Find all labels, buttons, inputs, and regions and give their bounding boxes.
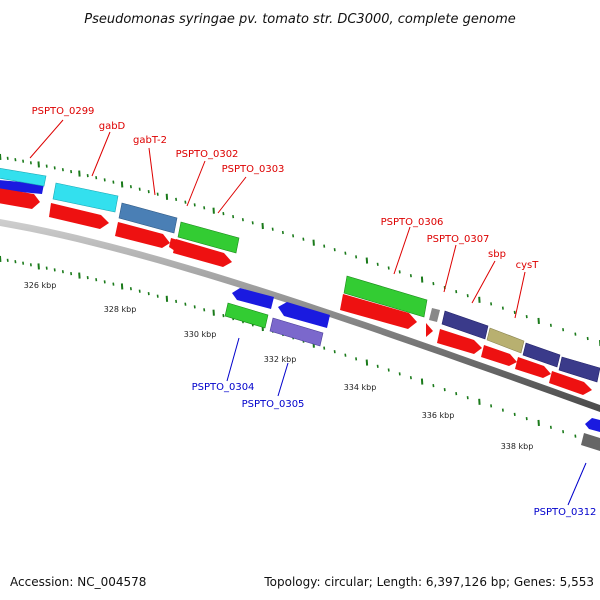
accession-text: Accession: NC_004578 [10,575,146,589]
label-PSPTO_0306[interactable]: PSPTO_0306 [381,217,444,228]
gene-PSPTO_0312-arrow[interactable] [585,418,600,432]
gene-track-forward [0,168,600,383]
label-PSPTO_0307[interactable]: PSPTO_0307 [427,234,490,245]
cds-arrow[interactable] [437,329,482,354]
map-title: Pseudomonas syringae pv. tomato str. DC3… [84,12,516,27]
label-PSPTO_0302[interactable]: PSPTO_0302 [176,149,239,160]
label-PSPTO_0303[interactable]: PSPTO_0303 [222,164,285,175]
cds-arrow[interactable] [49,203,109,229]
gene-cysT[interactable] [486,327,525,354]
cds-arrow[interactable] [173,239,232,267]
gene-cysW[interactable] [558,356,600,383]
cds-arrow[interactable] [426,323,433,337]
lower-tick-track [0,255,600,449]
top-labels: PSPTO_0299 gabD gabT-2 PSPTO_0302 PSPTO_… [32,106,540,271]
gene-PSPTO_0304[interactable] [224,302,269,329]
gene-sbp[interactable] [441,310,489,340]
cds-arrow[interactable] [481,345,517,366]
scale-label-326: 326 kbp [24,281,57,290]
gene-PSPTO_0305[interactable] [269,317,324,347]
label-PSPTO_0305[interactable]: PSPTO_0305 [242,399,305,410]
label-sbp[interactable]: sbp [488,249,506,260]
gene-PSPTO_0312[interactable] [581,433,600,451]
label-leaders [29,119,587,506]
gene-track-reverse [224,288,600,451]
scale-label-334: 334 kbp [344,383,377,392]
gene-PSPTO_0307[interactable] [429,308,440,322]
label-PSPTO_0312[interactable]: PSPTO_0312 [534,507,597,518]
topology-text: Topology: circular; Length: 6,397,126 bp… [263,575,594,589]
bottom-labels: PSPTO_0304 PSPTO_0305 PSPTO_0312 [192,382,597,518]
label-PSPTO_0304[interactable]: PSPTO_0304 [192,382,255,393]
cds-arrow[interactable] [549,371,592,395]
gene-gabT-2[interactable] [118,202,178,234]
cds-arrow[interactable] [515,357,551,378]
gene-PSPTO_0302[interactable] [177,221,240,254]
gene-PSPTO_0306[interactable] [343,275,428,318]
scale-label-330: 330 kbp [184,330,217,339]
cds-arrow[interactable] [115,222,170,248]
upper-tick-track [0,153,600,347]
label-gabT-2[interactable]: gabT-2 [133,135,167,146]
gene-cysT-next[interactable] [522,342,561,368]
gene-gabD[interactable] [52,182,119,213]
gene-PSPTO_0304-arrow[interactable] [232,288,274,309]
cds-arrow[interactable] [340,294,417,329]
scale-label-336: 336 kbp [422,411,455,420]
gene-PSPTO_0299[interactable] [0,168,47,187]
scale-label-332: 332 kbp [264,355,297,364]
scale-label-328: 328 kbp [104,305,137,314]
cds-arrow[interactable] [0,188,40,209]
gene-PSPTO_0305-arrow[interactable] [278,302,330,328]
label-PSPTO_0299[interactable]: PSPTO_0299 [32,106,95,117]
cds-track-forward [0,188,592,395]
label-gabD[interactable]: gabD [99,121,126,132]
label-cysT[interactable]: cysT [516,260,540,271]
scale-label-338: 338 kbp [501,442,534,451]
